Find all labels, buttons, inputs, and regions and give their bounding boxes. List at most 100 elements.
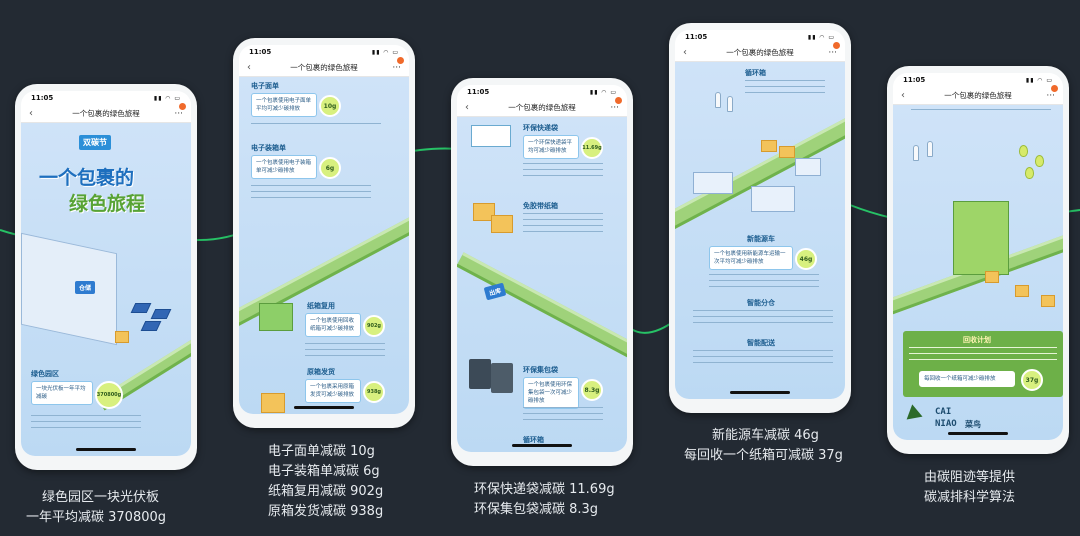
circulation-box (761, 140, 777, 152)
status-time: 11:05 (467, 88, 490, 96)
description-text (693, 350, 833, 364)
description-text (709, 274, 819, 288)
caption-line: 环保快递袋减碳 11.69g (474, 482, 615, 497)
section-title: 回收计划 (963, 336, 991, 344)
info-box: 一个包裹使用电子装箱单可减少碳排放 (251, 155, 317, 179)
value-bubble: 10g (319, 95, 341, 117)
back-arrow-icon[interactable]: ‹ (29, 108, 33, 119)
description-text (693, 310, 833, 324)
caption-line: 每回收一个纸箱可减碳 37g (684, 448, 843, 463)
section-title: 新能源车 (747, 235, 775, 243)
more-menu-icon[interactable]: ··· (605, 96, 622, 113)
caption-line: 新能源车减碳 46g (712, 428, 819, 443)
value-bubble: 8.3g (581, 379, 603, 401)
home-indicator (512, 444, 572, 447)
info-box: 一个包裹使用环保集包袋一次可减少碳排放 (523, 377, 579, 409)
info-box: 一个包裹使用回收纸箱可减少碳排放 (305, 313, 361, 337)
description-text (523, 213, 603, 233)
back-arrow-icon[interactable]: ‹ (901, 90, 905, 101)
signal-wifi-battery-icon: ▮▮ ◠ ▭ (589, 88, 617, 96)
caption-line: 纸箱复用减碳 902g (268, 484, 384, 499)
courier-figure (913, 145, 919, 161)
tapeless-carton (491, 215, 513, 233)
back-arrow-icon[interactable]: ‹ (247, 62, 251, 73)
scene-content: 回收计划 每回收一个纸箱可减少碳排放 37g CAI NIAO 菜鸟 (893, 105, 1063, 440)
caption-line: 电子面单减碳 10g (268, 444, 375, 459)
info-box: 一个环保快递袋平均可减少碳排放 (523, 135, 579, 159)
caption-line: 原箱发货减碳 938g (268, 504, 384, 519)
tree-icon (1019, 145, 1028, 157)
phone-screen: 11:05▮▮ ◠ ▭ ‹ 一个包裹的绿色旅程 ··· 回收计划 每回收一个纸箱… (893, 73, 1063, 440)
caption-line: 一年平均减碳 370800g (26, 510, 167, 525)
section-title: 电子面单 (251, 82, 279, 90)
info-box: 一块光伏板一年平均减碳 (31, 381, 93, 405)
section-title: 智能配送 (747, 339, 775, 347)
phone-green-park: 11:05▮▮ ◠ ▭ ‹ 一个包裹的绿色旅程 ··· 双碳节 一个包裹的 绿色… (15, 84, 197, 470)
warehouse-sign: 仓储 (75, 281, 96, 294)
tapeless-carton (473, 203, 495, 221)
description-text (911, 109, 1051, 115)
delivery-truck (795, 158, 821, 176)
reused-box (259, 303, 293, 331)
section-title: 原箱发货 (307, 368, 335, 376)
section-title: 绿色园区 (31, 370, 59, 378)
description-text (745, 80, 825, 94)
caption-phone-5: 由碳阻迹等提供 碳减排科学算法 (924, 468, 1015, 508)
more-menu-icon[interactable]: ··· (1041, 84, 1058, 101)
section-title: 免胶带纸箱 (523, 202, 558, 210)
back-arrow-icon[interactable]: ‹ (683, 47, 687, 58)
page-title: 一个包裹的绿色旅程 (290, 63, 358, 72)
cainiao-logo: CAI (935, 407, 952, 417)
status-time: 11:05 (903, 76, 926, 84)
description-text (305, 343, 385, 357)
status-time: 11:05 (249, 48, 272, 56)
home-indicator (76, 448, 136, 451)
section-title: 环保集包袋 (523, 366, 558, 374)
page-title: 一个包裹的绿色旅程 (72, 109, 140, 118)
status-time: 11:05 (685, 33, 708, 41)
page-title: 一个包裹的绿色旅程 (508, 103, 576, 112)
package-box (261, 393, 285, 413)
cainiao-logo-cn: 菜鸟 (965, 420, 981, 429)
package-box (1015, 285, 1029, 297)
description-text (523, 163, 603, 177)
signal-wifi-battery-icon: ▮▮ ◠ ▭ (371, 48, 399, 56)
value-bubble: 938g (363, 381, 385, 403)
collection-bag (469, 359, 491, 389)
info-box: 一个包裹采用原箱发货可减少碳排放 (305, 379, 361, 403)
signal-wifi-battery-icon: ▮▮ ◠ ▭ (153, 94, 181, 102)
description-text (909, 347, 1057, 365)
warehouse-building (21, 232, 117, 346)
caption-line: 由碳阻迹等提供 (924, 470, 1016, 485)
more-menu-icon[interactable]: ··· (169, 102, 186, 119)
caption-line: 电子装箱单减碳 6g (268, 464, 380, 479)
eco-mailer-bag (471, 125, 511, 147)
package-box (1041, 295, 1055, 307)
solar-panel (130, 303, 152, 313)
back-arrow-icon[interactable]: ‹ (465, 102, 469, 113)
tree-icon (1035, 155, 1044, 167)
section-title: 循环箱 (745, 69, 766, 77)
page-title: 一个包裹的绿色旅程 (726, 48, 794, 57)
caption-phone-2: 电子面单减碳 10g 电子装箱单减碳 6g 纸箱复用减碳 902g 原箱发货减碳… (268, 442, 383, 522)
more-menu-icon[interactable]: ··· (823, 41, 840, 58)
section-title: 智能分仓 (747, 299, 775, 307)
ev-truck (751, 186, 795, 212)
description-text (31, 415, 141, 429)
value-bubble: 370800g (95, 381, 123, 409)
phone-screen: 11:05▮▮ ◠ ▭ ‹ 一个包裹的绿色旅程 ··· 循环箱 新能源车 一个包… (675, 30, 845, 399)
section-title: 循环箱 (523, 436, 544, 444)
event-badge: 双碳节 (79, 135, 111, 150)
more-menu-icon[interactable]: ··· (387, 56, 404, 73)
info-box: 一个包裹使用新能源车运输一次平均可减少碳排放 (709, 246, 793, 270)
caption-line: 碳减排科学算法 (924, 490, 1016, 505)
phone-screen: 11:05▮▮ ◠ ▭ ‹ 一个包裹的绿色旅程 ··· 双碳节 一个包裹的 绿色… (21, 91, 191, 456)
package-box (985, 271, 999, 283)
outbound-sign: 出库 (483, 282, 507, 301)
description-text (251, 123, 381, 129)
value-bubble: 6g (319, 157, 341, 179)
tree-icon (1025, 167, 1034, 179)
worker-figure (727, 96, 733, 112)
signal-wifi-battery-icon: ▮▮ ◠ ▭ (1025, 76, 1053, 84)
scene-content: 双碳节 一个包裹的 绿色旅程 仓储 绿色园区 一块光伏板一年平均减碳 37080… (21, 123, 191, 456)
